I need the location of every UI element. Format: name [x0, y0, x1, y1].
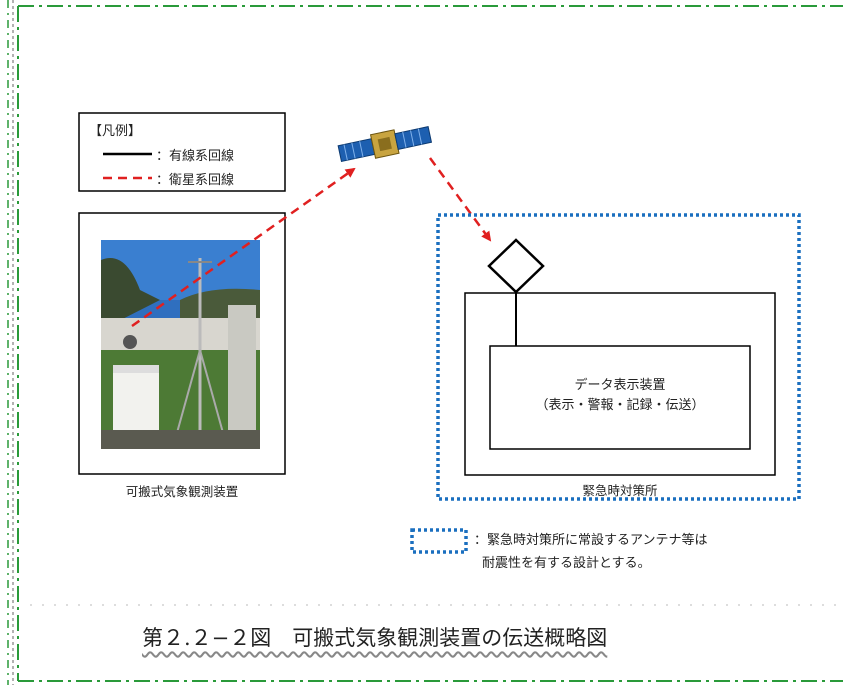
display-device-name: データ表示装置 [574, 378, 666, 393]
legend-satellite-label: ：衛星系回線 [156, 173, 235, 188]
display-device-label: データ表示装置 （表示・警報・記録・伝送） [490, 376, 750, 416]
seismic-design-box [436, 213, 801, 501]
seismic-note-line2: 耐震性を有する設計とする。 [482, 556, 651, 571]
emergency-center-caption: 緊急時対策所 [582, 483, 658, 498]
legend-box [78, 112, 286, 192]
display-device-box [489, 345, 751, 450]
figure-title: 第２.２−２図 可搬式気象観測装置の伝送概略図 [142, 626, 608, 650]
weather-station-photo [101, 240, 260, 449]
satellite-uplink [131, 167, 356, 328]
satellite-icon [337, 126, 433, 163]
seismic-legend-sample [410, 528, 468, 554]
display-device-functions: （表示・警報・記録・伝送） [535, 398, 705, 413]
seismic-note-line1: ：緊急時対策所に常設するアンテナ等は [474, 533, 708, 548]
legend-title: 【凡例】 [89, 124, 142, 139]
outer-frame [17, 5, 843, 682]
emergency-center-box [464, 292, 776, 476]
antenna-diamond [487, 238, 545, 294]
legend-wired-label: ：有線系回線 [156, 149, 235, 164]
satellite-downlink [428, 157, 492, 242]
seismic-note: ：緊急時対策所に常設するアンテナ等は 耐震性を有する設計とする。 [474, 529, 707, 575]
portable-device-caption: 可搬式気象観測装置 [125, 484, 239, 499]
